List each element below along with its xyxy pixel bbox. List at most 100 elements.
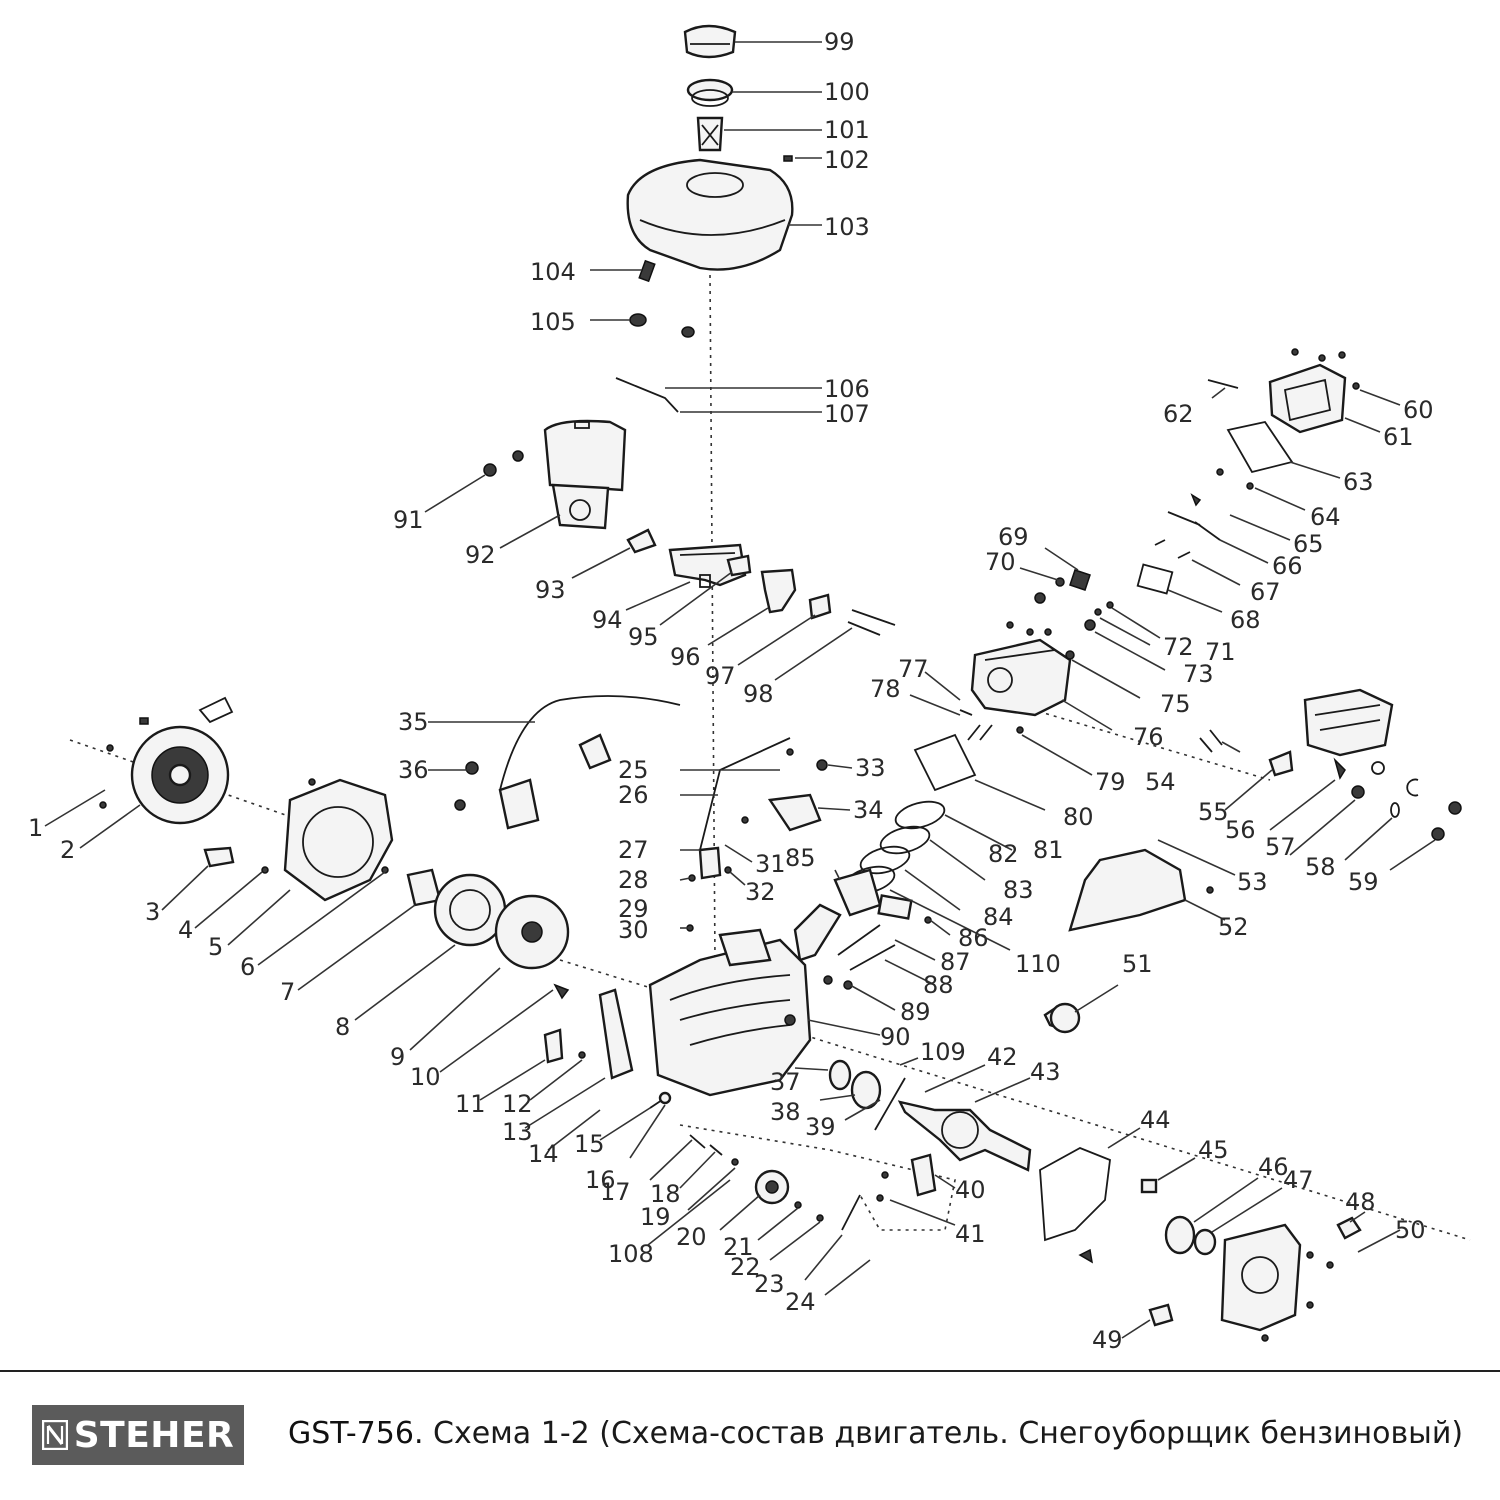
part-label-27: 27 [618,836,649,864]
muffler-axis-line [999,699,1271,781]
part-label-100: 100 [824,78,870,106]
center-axis-line [709,274,716,961]
part-label-44: 44 [1140,1106,1171,1134]
part-64b [1246,482,1254,490]
valve-spring [1034,592,1046,604]
part-label-107: 107 [824,400,870,428]
bolt-36 [465,761,479,775]
part-label-77: 77 [898,655,929,683]
part-label-72: 72 [1163,633,1194,661]
part-label-40: 40 [955,1176,986,1204]
starter-cup-part [406,868,442,907]
part-label-103: 103 [824,213,870,241]
connector-35b [578,733,612,770]
push-rods-87-88 [837,924,896,971]
starter-bolt-1 [99,801,107,809]
part-label-60: 60 [1403,396,1434,424]
part-label-65: 65 [1293,530,1324,558]
part-89b [843,980,853,990]
part-75 [1065,650,1075,660]
drain-plug-49 [1148,1303,1174,1327]
part-33b [786,748,794,756]
part-label-52: 52 [1218,913,1249,941]
part-label-53: 53 [1237,868,1268,896]
part-89 [823,975,833,985]
part-label-3: 3 [145,898,160,926]
part-label-29: 29 [618,895,649,923]
part-12 [578,1051,586,1059]
part-79b [1016,726,1024,734]
part-label-7: 7 [280,978,295,1006]
part-label-97: 97 [705,662,736,690]
part-64 [1216,468,1224,476]
muffler-gasket-55 [1268,750,1294,777]
piston-85 [833,868,882,917]
engine-exploded-diagram: 99 100 101 102 103 104 105 106 107 91 92… [28,24,1471,1354]
air-filter-cover-part [543,419,627,492]
bolt-50d [1261,1334,1269,1342]
part-label-108: 108 [608,1240,654,1268]
part-label-24: 24 [785,1288,816,1316]
part-56 [1333,757,1346,780]
part-label-83: 83 [1003,876,1034,904]
fuel-strainer-part [696,116,724,152]
fuel-filter-ring-part [686,78,734,107]
part-label-78: 78 [870,675,901,703]
ring-83 [859,845,911,875]
piston-pin-86 [877,894,913,920]
brand-logo: STEHER [32,1405,244,1465]
part-label-68: 68 [1230,606,1261,634]
part-label-55: 55 [1198,798,1229,826]
pin-45 [1140,1178,1158,1194]
cover-bolt-60 [1352,382,1360,390]
leader-lines [44,41,1436,1339]
diagram-caption: GST-756. Схема 1-2 (Схема-состав двигате… [288,1416,1463,1451]
part-label-41: 41 [955,1220,986,1248]
part-label-30: 30 [618,916,649,944]
part-6 [381,866,389,874]
cover-bolt [1291,348,1299,356]
part-label-43: 43 [1030,1058,1061,1086]
part-label-2: 2 [60,836,75,864]
part-label-26: 26 [618,781,649,809]
bolt-50 [1306,1251,1314,1259]
crank-axis-line [559,959,1471,1241]
ring-81 [894,800,946,830]
rocker-cover-part [1268,363,1347,434]
wiring-35 [499,695,681,791]
part-label-59: 59 [1348,868,1379,896]
fan-cover-part [283,778,394,902]
air-filter-base-part [551,483,610,530]
muffler-guard-52 [1068,848,1187,932]
part-label-85: 85 [785,844,816,872]
valve-spring-73 [1084,619,1096,631]
part-label-57: 57 [1265,833,1296,861]
cover-bolt [1338,351,1346,359]
tank-bolt-104 [638,259,656,283]
part-label-17: 17 [600,1178,631,1206]
part-label-75: 75 [1160,690,1191,718]
plate-68 [1136,563,1174,595]
part-label-76: 76 [1133,723,1164,751]
part-label-36: 36 [398,756,429,784]
ignition-flywheel-part [494,894,570,970]
part-label-1: 1 [28,814,43,842]
fuel-cap-part [683,24,737,59]
part-label-79: 79 [1095,768,1126,796]
part-label-73: 73 [1183,660,1214,688]
part-72 [1094,608,1102,616]
part-label-106: 106 [824,375,870,403]
tank-screw-102 [783,155,793,162]
part-label-48: 48 [1345,1188,1376,1216]
part-label-84: 84 [983,903,1014,931]
part-label-96: 96 [670,643,701,671]
part-53 [1206,886,1214,894]
part-label-87: 87 [940,948,971,976]
part-57 [1351,785,1365,799]
assembly-outline [679,1124,956,1231]
part-label-18: 18 [650,1180,681,1208]
part-label-14: 14 [528,1140,559,1168]
push-rod-67 [1154,539,1191,559]
gasket-95 [726,554,752,577]
part-41b [876,1194,884,1202]
